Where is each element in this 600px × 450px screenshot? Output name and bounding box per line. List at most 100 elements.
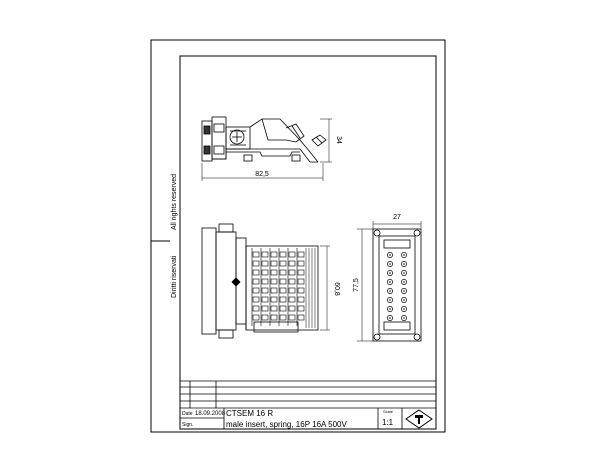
contact-pin [387,315,393,321]
sheet-frame [150,39,446,433]
contact-pin [401,252,407,258]
terminal-clamp [297,278,305,285]
dim-side-height: 60,8 [333,282,340,296]
terminal-clamp [297,260,305,267]
side-view-dimensions [320,245,330,331]
side-view [201,223,319,339]
copyright-note-italian: Diritti riservati [171,255,178,298]
terminal-clamp [270,269,278,276]
terminal-clamp [279,278,287,285]
contact-pin-center [389,281,391,283]
terminal-clamp [261,260,269,267]
terminal-clamp [252,251,260,258]
terminal-clamp [261,305,269,312]
contact-pin [401,261,407,267]
title-block [180,380,436,429]
terminal-clamp [297,314,305,321]
terminal-clamp [270,278,278,285]
terminal-clamp [279,260,287,267]
contact-pin-center [403,272,405,274]
contact-pin [401,315,407,321]
contact-pin-center [403,317,405,319]
terminal-clamp [252,287,260,294]
terminal-clamp [297,305,305,312]
front-pins [387,252,407,321]
contact-pin-center [403,263,405,265]
terminal-clamp [270,287,278,294]
terminal-clamp [252,278,260,285]
contact-pin-center [389,254,391,256]
terminal-clamp [252,314,260,321]
terminal-clamp [297,251,305,258]
front-view-dimensions [357,221,422,342]
terminal-clamp [279,269,287,276]
contact-pin-center [403,290,405,292]
scale-value: 1:1 [382,418,394,427]
terminal-clamp [261,287,269,294]
contact-pin [387,306,393,312]
terminal-clamp [279,251,287,258]
terminal-clamp [270,314,278,321]
terminal-clamp [297,269,305,276]
date-value: 18.09.2008 [195,411,226,417]
terminal-clamp [270,260,278,267]
side-contacts [251,248,316,328]
contact-pin-center [389,299,391,301]
contact-pin [387,261,393,267]
dim-top-width: 82,5 [255,171,269,178]
sign-label: Sign. [182,422,193,428]
contact-pin [387,270,393,276]
terminal-clamp [288,287,296,294]
terminal-clamp [288,296,296,303]
contact-pin-center [389,308,391,310]
front-view [372,228,422,342]
terminal-clamp [288,314,296,321]
terminal-clamp [252,305,260,312]
contact-pin-center [403,281,405,283]
contact-pin [401,297,407,303]
terminal-clamp [261,296,269,303]
contact-pin-center [403,308,405,310]
contact-pin-center [389,263,391,265]
contact-pin [387,279,393,285]
top-view-dimensions [201,118,332,181]
terminal-clamp [279,314,287,321]
contact-pin [387,252,393,258]
contact-pin [401,279,407,285]
terminal-clamp [288,260,296,267]
terminal-clamp [279,296,287,303]
part-code: CTSEM 16 R [226,409,273,418]
manufacturer-logo [405,409,433,429]
contact-pin [387,288,393,294]
contact-pin [401,288,407,294]
dim-front-width: 27 [393,214,401,221]
terminal-clamp [279,287,287,294]
terminal-clamp [297,287,305,294]
contact-pin-center [389,272,391,274]
scale-label: Scale [383,409,394,414]
terminal-clamp [252,296,260,303]
terminal-clamp [261,278,269,285]
contact-pin-center [403,254,405,256]
terminal-clamp [279,305,287,312]
terminal-clamp [288,251,296,258]
contact-pin [401,270,407,276]
terminal-clamp [288,305,296,312]
contact-pin-center [389,317,391,319]
terminal-clamp [261,251,269,258]
contact-pin-center [403,299,405,301]
terminal-clamp [288,269,296,276]
dim-top-height: 34 [335,136,342,144]
terminal-clamp [261,269,269,276]
contact-pin-center [389,290,391,292]
terminal-clamp [252,260,260,267]
date-label: Date [182,411,193,417]
contact-pin [387,297,393,303]
part-description: male insert, spring, 16P 16A 500V [226,420,347,429]
copyright-note-english: All rights reserved [171,174,178,230]
terminal-clamp [252,269,260,276]
terminal-clamp [270,305,278,312]
top-view [201,116,327,163]
dim-front-height: 77,5 [353,278,360,292]
